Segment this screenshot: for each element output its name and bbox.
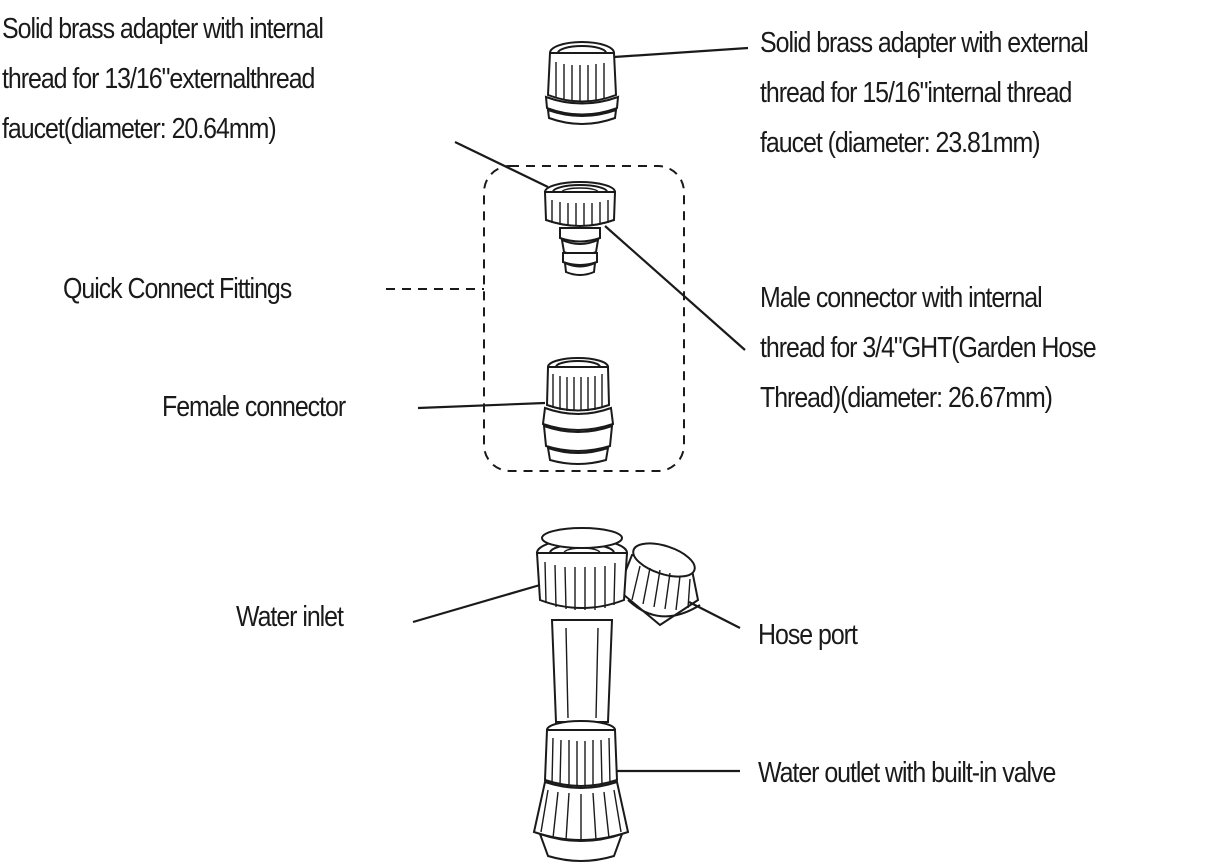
leader-hose-port (688, 601, 741, 629)
label-line: faucet (diameter: 23.81mm) (760, 127, 1041, 159)
external-thread-adapter-drawing (544, 41, 620, 125)
label-line: Male connector with internal (760, 282, 1043, 314)
label-line: Water inlet (236, 601, 344, 633)
label-line: Hose port (758, 619, 858, 651)
label-male-connector: Male connector with internal thread for … (760, 273, 1097, 423)
label-water-inlet: Water inlet (236, 592, 344, 642)
label-line: thread for 3/4"GHT(Garden Hose (760, 332, 1097, 364)
leader-water-inlet (412, 583, 541, 624)
label-quick-connect-fittings: Quick Connect Fittings (63, 264, 292, 314)
label-external-thread-adapter: Solid brass adapter with external thread… (760, 18, 1089, 168)
label-line: faucet(diameter: 20.64mm) (2, 113, 277, 145)
female-connector-drawing (541, 357, 615, 465)
leader-internal-adapter (454, 141, 549, 188)
label-water-outlet: Water outlet with built-in valve (758, 748, 1056, 798)
male-connector-drawing (543, 181, 617, 276)
leader-female-connector (417, 401, 546, 410)
label-female-connector: Female connector (162, 382, 346, 432)
leader-external-adapter (613, 46, 749, 59)
label-line: Female connector (162, 391, 346, 423)
label-line: Solid brass adapter with external (760, 27, 1089, 59)
label-line: Water outlet with built-in valve (758, 757, 1056, 789)
label-hose-port: Hose port (758, 610, 858, 660)
label-line: thread for 13/16"externalthread (2, 63, 315, 95)
label-line: thread for 15/16"internal thread (760, 77, 1072, 109)
splitter-body-drawing (532, 527, 701, 862)
label-internal-thread-adapter: Solid brass adapter with internal thread… (2, 4, 324, 154)
label-line: Solid brass adapter with internal (2, 13, 324, 45)
label-line: Quick Connect Fittings (63, 273, 292, 305)
leader-male-connector (604, 225, 746, 351)
label-line: Thread)(diameter: 26.67mm) (760, 382, 1053, 414)
